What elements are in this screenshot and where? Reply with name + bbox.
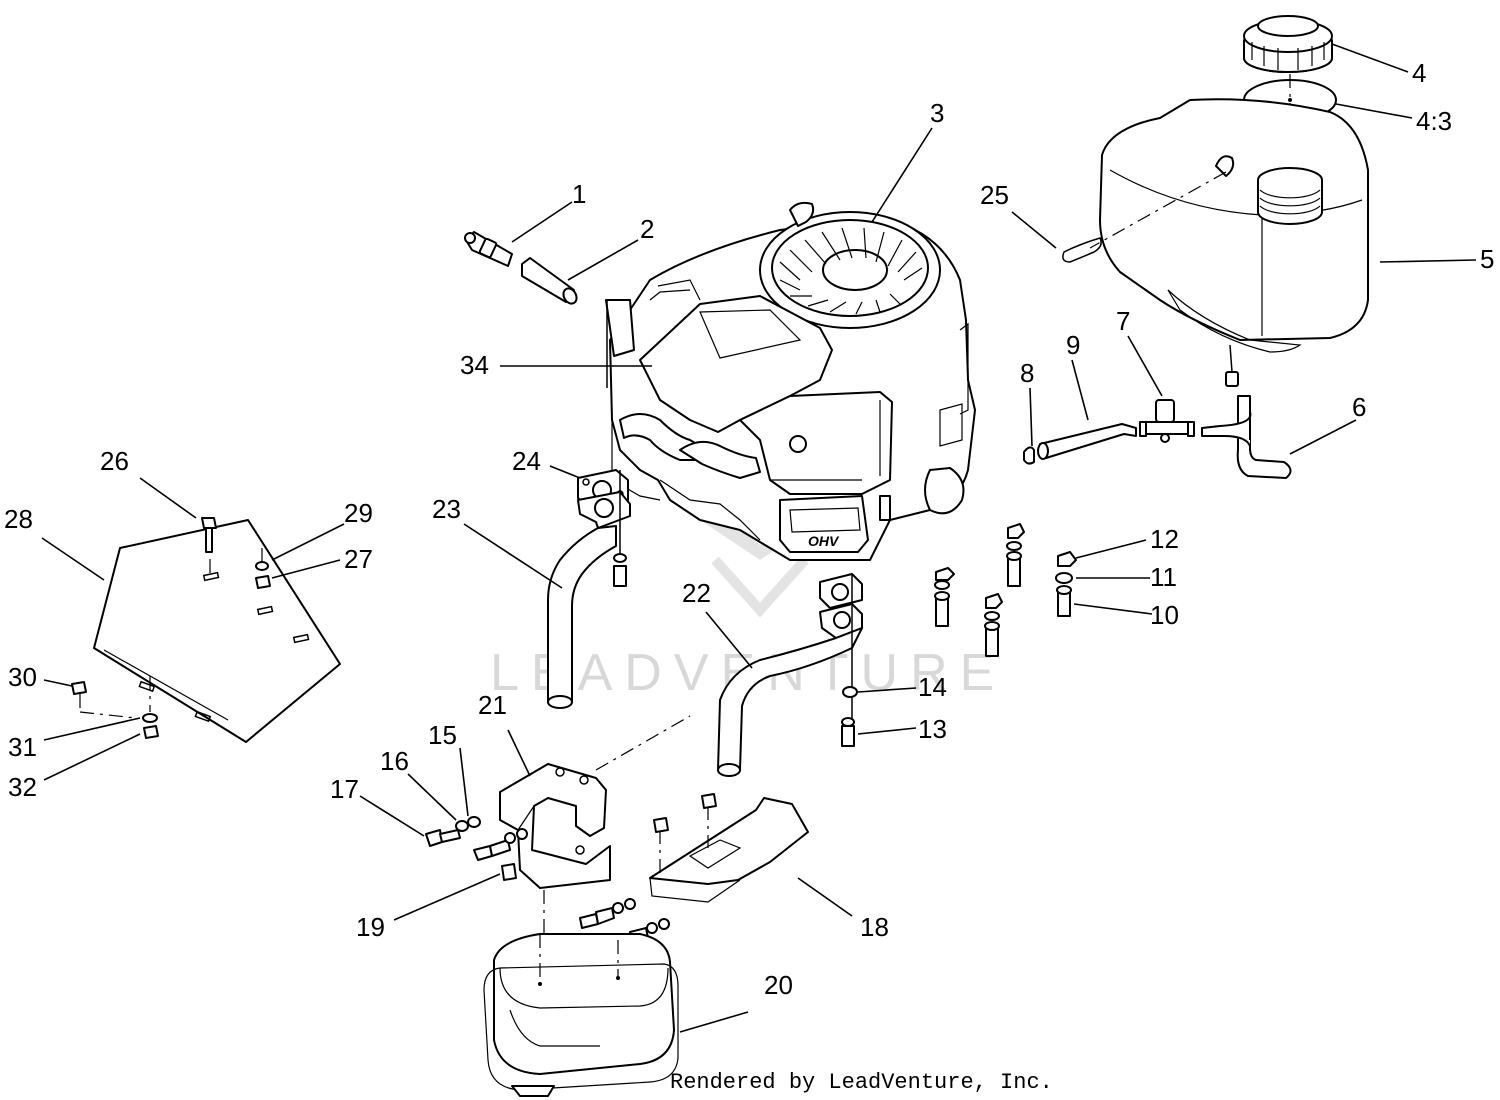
callout-25: 25 [980,180,1009,210]
control-adapter[interactable] [521,257,579,306]
exhaust-bolt-left[interactable] [613,553,627,587]
exhaust-pipe-left[interactable] [547,491,631,709]
fuel-tank[interactable] [1099,98,1369,387]
fuel-shutoff-valve[interactable] [1139,399,1195,443]
mount-bolt-c[interactable] [984,621,1000,657]
heat-shield-bolt[interactable] [201,517,217,553]
callout-14: 14 [918,672,947,702]
callout-8: 8 [1020,358,1034,388]
callout-23: 23 [432,494,461,524]
mount-washer-d[interactable] [1055,572,1073,584]
heat-shield[interactable] [93,519,341,743]
shield-lower-washer[interactable] [142,713,158,723]
callout-3: 3 [930,98,944,128]
footer-credit: Rendered by LeadVenture, Inc. [670,1070,1053,1095]
callout-6: 6 [1352,392,1366,422]
shield-lower-nut[interactable] [143,725,159,739]
callout-11: 11 [1150,562,1177,592]
callout-7: 7 [1116,306,1130,336]
heat-shield-nut[interactable] [255,575,271,589]
engine-badge-text: OHV [808,533,840,549]
callout-22: 22 [682,578,711,608]
callout-19: 19 [356,912,385,942]
callout-13: 13 [918,714,947,744]
mount-nut-d[interactable] [1057,551,1077,567]
callout-20: 20 [764,970,793,1000]
callout-18: 18 [860,912,889,942]
mount-bolt-a[interactable] [934,591,950,627]
muffler-bolt-a[interactable] [653,817,669,833]
callout-16: 16 [380,746,409,776]
fuel-tank-clip[interactable] [1062,237,1102,263]
callout-26: 26 [100,446,129,476]
shield-lower-bolt[interactable] [71,681,87,710]
callout-12: 12 [1150,524,1179,554]
fuel-hose-tank[interactable] [1201,395,1292,479]
engine[interactable]: OHV [605,201,976,561]
hose-clamp[interactable] [1023,446,1035,465]
bracket-flange-nut[interactable] [501,863,517,881]
callout-30: 30 [8,662,37,692]
callout-21: 21 [478,690,507,720]
mount-nut-b[interactable] [1006,523,1025,551]
muffler-bracket-left[interactable] [499,763,611,889]
leader-lines [41,43,1477,1033]
muffler-bracket-right[interactable] [649,797,809,903]
bracket-flat-washer[interactable] [467,816,481,828]
mount-hardware-set[interactable] [934,523,1077,657]
callout-17: 17 [330,774,359,804]
mount-nut-c[interactable] [984,593,1003,621]
callout-24: 24 [512,446,541,476]
muffler-bolt-b[interactable] [701,793,717,809]
exhaust-washer-right[interactable] [842,686,858,698]
callout-4: 4 [1412,58,1426,88]
callout-4-3: 4:3 [1416,106,1452,136]
callout-5: 5 [1480,244,1494,274]
muffler[interactable] [483,933,679,1097]
callout-29: 29 [344,498,373,528]
fuel-hose-engine[interactable] [1037,423,1137,460]
exhaust-bolt-right[interactable] [841,717,855,747]
bracket-lock-washer[interactable] [455,820,469,832]
bracket-bolt[interactable] [425,829,461,847]
callout-labels: 1 2 3 4 4:3 5 6 7 8 9 10 11 12 13 14 15 … [4,58,1494,1000]
callout-34: 34 [460,350,489,380]
callout-1: 1 [572,179,586,209]
callout-32: 32 [8,772,37,802]
throttle-control[interactable] [464,231,513,267]
mount-bolt-b[interactable] [1006,551,1022,587]
callout-10: 10 [1150,600,1179,630]
callout-31: 31 [8,732,37,762]
callout-9: 9 [1066,330,1080,360]
callout-28: 28 [4,504,33,534]
mount-bolt-d[interactable] [1056,585,1072,617]
muffler-bolt-c[interactable] [579,898,636,929]
heat-shield-washer[interactable] [255,561,269,571]
callout-27: 27 [344,544,373,574]
callout-2: 2 [640,214,654,244]
fuel-cap[interactable] [1243,15,1333,73]
bracket-bolt-lower[interactable] [473,828,528,861]
exhaust-gasket-right[interactable] [819,573,863,609]
callout-15: 15 [428,720,457,750]
mount-nut-a[interactable] [934,567,955,590]
